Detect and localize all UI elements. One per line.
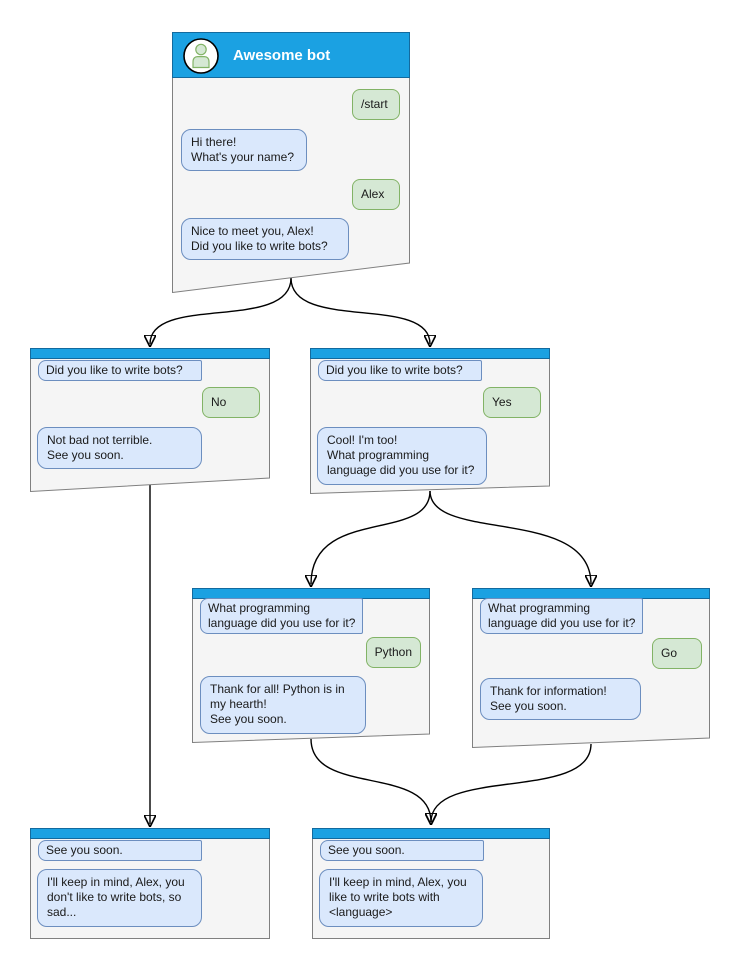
window-header: [312, 828, 550, 839]
bot-message-bubble: I'll keep in mind, Alex, you don't like …: [37, 869, 202, 927]
quoted-message-bubble: Did you like to write bots?: [38, 360, 202, 382]
bot-message-bubble: I'll keep in mind, Alex, you like to wri…: [319, 869, 483, 927]
bot-message-bubble: Thank for information! See you soon.: [480, 678, 641, 721]
bot-message-bubble: Nice to meet you, Alex! Did you like to …: [181, 218, 349, 261]
user-message-bubble: Yes: [483, 387, 541, 419]
window-header: [30, 348, 270, 359]
quoted-message-bubble: Did you like to write bots?: [318, 360, 482, 382]
arrow-start-to-yes-branch: [290, 277, 430, 344]
chat-window-end-yes: See you soon. I'll keep in mind, Alex, y…: [312, 828, 550, 939]
bot-message-bubble: Thank for all! Python is in my hearth! S…: [200, 676, 366, 734]
quoted-message-bubble: What programming language did you use fo…: [200, 598, 364, 635]
bot-message-bubble: Not bad not terrible. See you soon.: [37, 427, 202, 470]
arrow-python-to-end-yes: [310, 738, 431, 822]
user-message-bubble: Alex: [352, 179, 400, 211]
chat-window-start: Awesome bot /start Hi there! What's your…: [172, 32, 410, 293]
arrow-yes-to-python-branch: [311, 490, 431, 584]
window-title: Awesome bot: [233, 47, 331, 64]
arrow-go-to-end-yes: [431, 743, 592, 822]
user-message-bubble: Go: [652, 638, 702, 670]
bot-message-bubble: Hi there! What's your name?: [181, 129, 307, 172]
window-header: [30, 828, 270, 839]
person-icon: [183, 38, 219, 74]
chat-window-yes-branch: Did you like to write bots? Yes Cool! I'…: [310, 348, 550, 494]
window-header: [310, 348, 550, 359]
arrow-yes-to-go-branch: [429, 490, 591, 584]
window-header: Awesome bot: [172, 32, 410, 78]
quoted-message-bubble: See you soon.: [38, 840, 202, 862]
chat-window-end-no: See you soon. I'll keep in mind, Alex, y…: [30, 828, 270, 939]
user-message-bubble: /start: [352, 89, 400, 121]
chat-window-python-branch: What programming language did you use fo…: [192, 588, 430, 743]
quoted-message-bubble: What programming language did you use fo…: [480, 598, 644, 635]
user-message-bubble: Python: [365, 637, 421, 669]
arrow-start-to-no-branch: [150, 277, 292, 344]
chat-window-go-branch: What programming language did you use fo…: [472, 588, 710, 748]
quoted-message-bubble: See you soon.: [320, 840, 484, 862]
user-message-bubble: No: [202, 387, 260, 419]
chat-window-no-branch: Did you like to write bots? No Not bad n…: [30, 348, 270, 492]
bot-message-bubble: Cool! I'm too! What programming language…: [317, 427, 487, 485]
